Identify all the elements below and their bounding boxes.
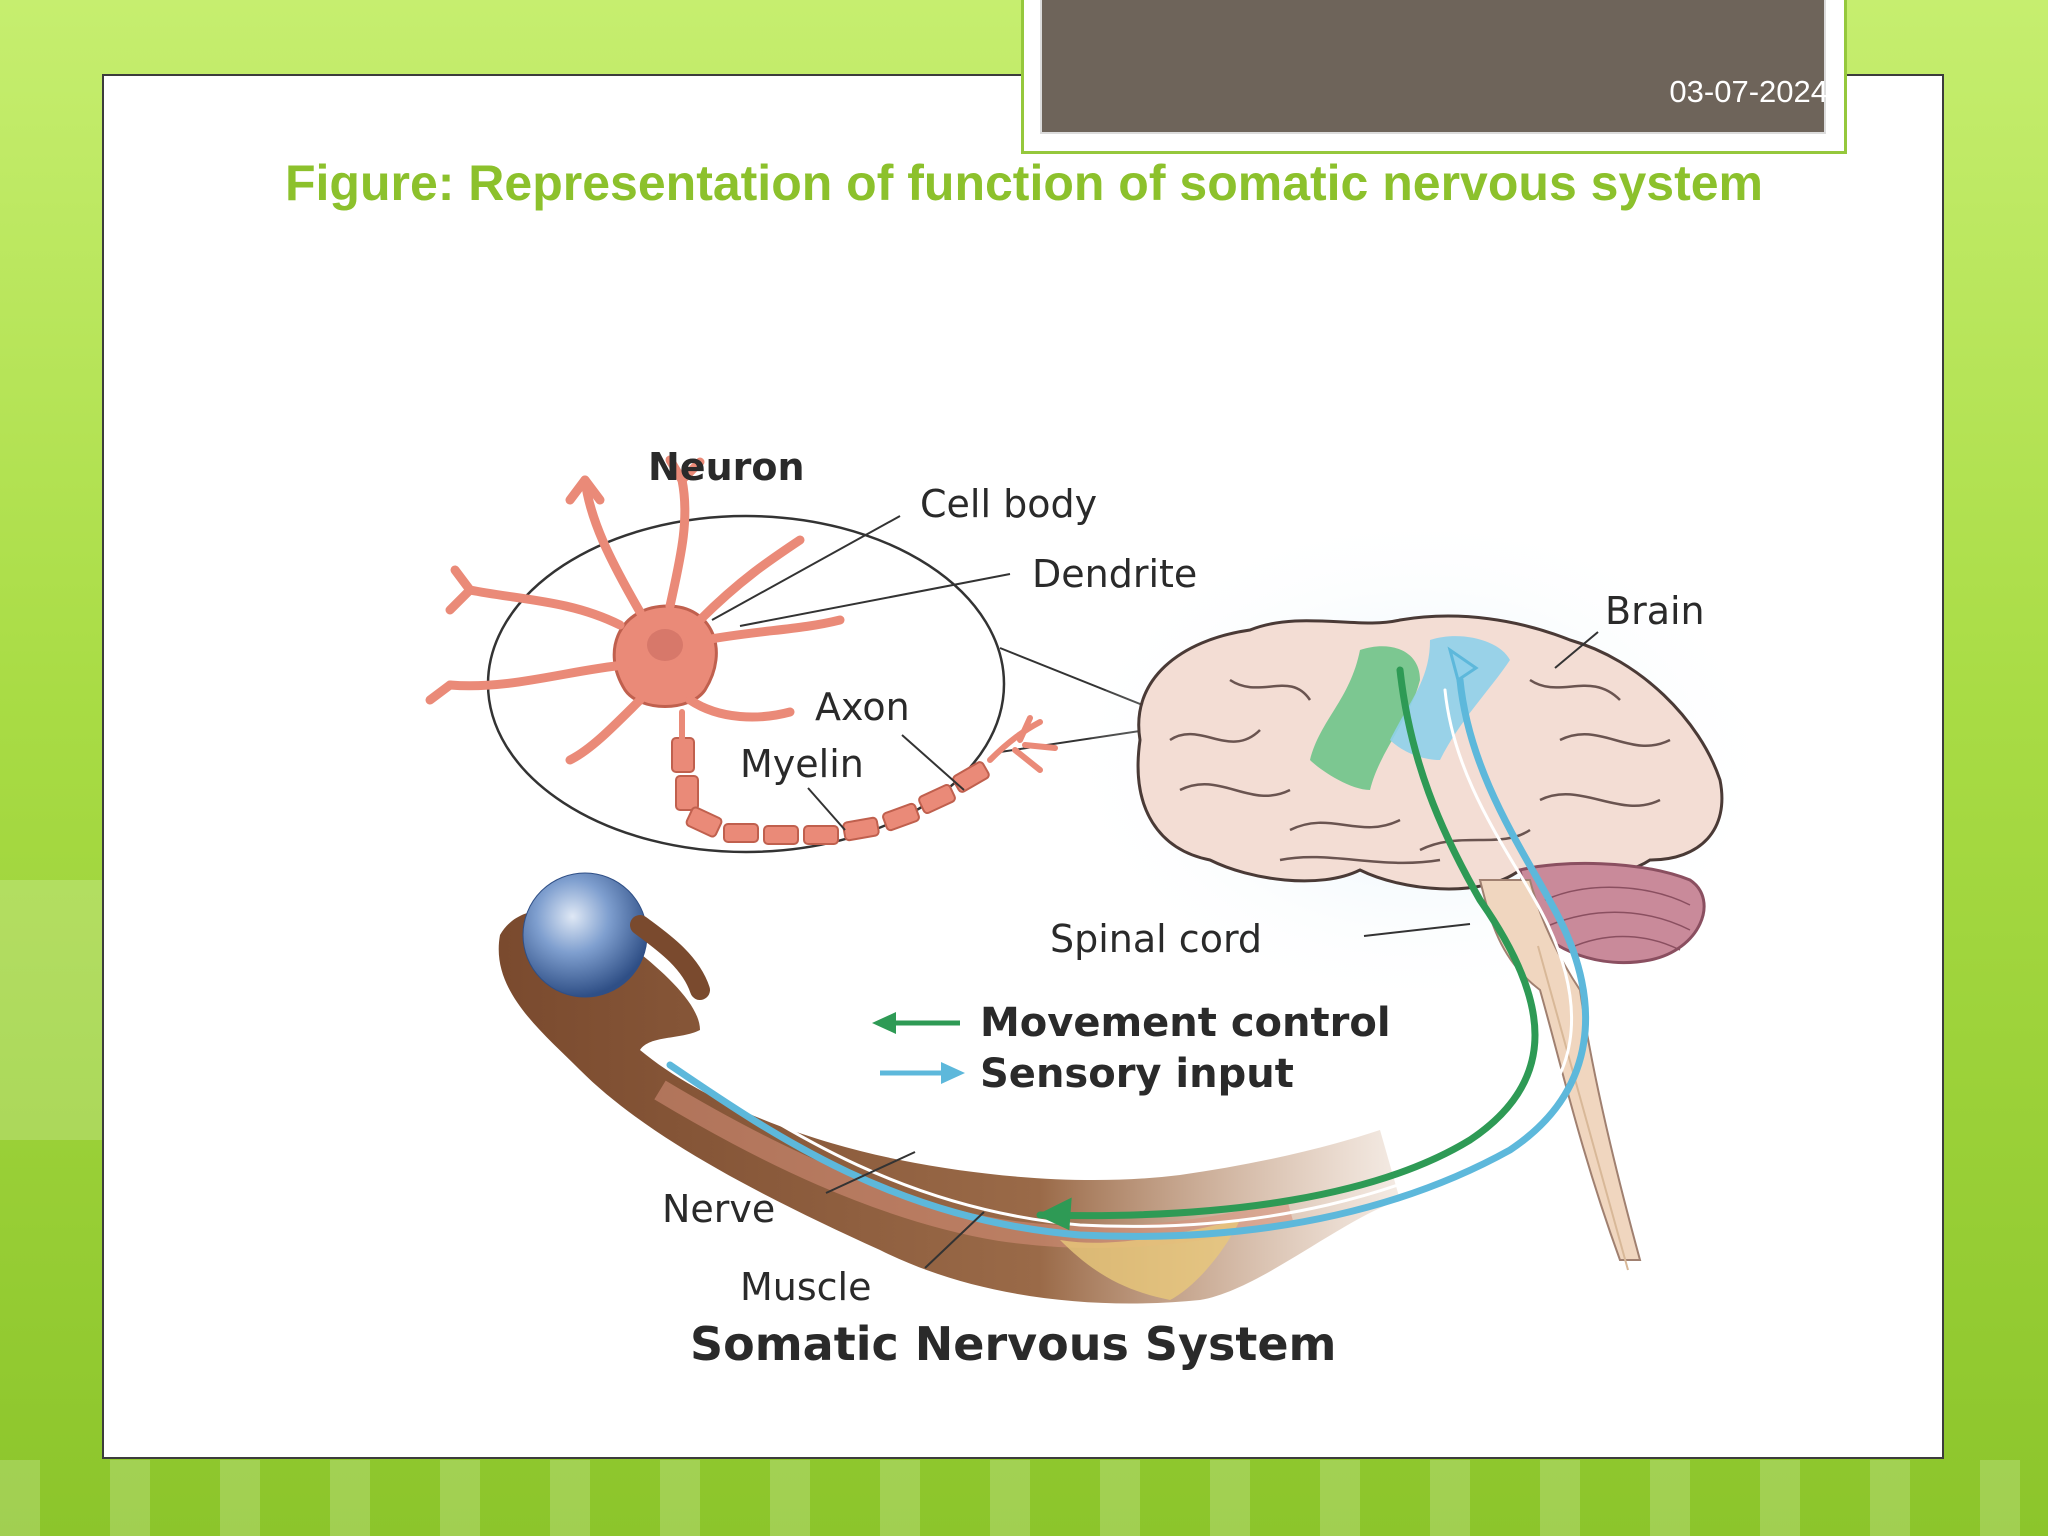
label-dendrite: Dendrite	[1032, 552, 1197, 596]
background-hexagon-left	[0, 880, 110, 1140]
label-neuron: Neuron	[648, 445, 805, 489]
label-axon: Axon	[815, 685, 910, 729]
legend: Movement control Sensory input	[872, 1000, 1391, 1097]
label-muscle: Muscle	[740, 1265, 872, 1309]
neuron-illustration	[425, 455, 1058, 845]
neuron-leader-lines	[711, 515, 1011, 831]
label-myelin: Myelin	[740, 742, 864, 786]
legend-movement-label: Movement control	[980, 1000, 1391, 1046]
arm-illustration	[498, 872, 1401, 1304]
background-bars-bottom	[0, 1460, 2048, 1536]
legend-sensory-label: Sensory input	[980, 1051, 1294, 1097]
date-banner	[1040, 0, 1826, 134]
slide-date: 03-07-2024	[1669, 74, 1828, 109]
diagram-caption: Somatic Nervous System	[690, 1317, 1336, 1371]
label-cell-body: Cell body	[920, 482, 1097, 526]
nerve-pathways	[666, 646, 1590, 1240]
brain-illustration	[1090, 530, 1750, 1271]
label-nerve: Nerve	[662, 1187, 775, 1231]
label-brain: Brain	[1605, 589, 1705, 633]
slide-title: Figure: Representation of function of so…	[284, 155, 1763, 211]
label-spinal-cord: Spinal cord	[1050, 917, 1262, 961]
body-leader-lines	[825, 631, 1599, 1269]
